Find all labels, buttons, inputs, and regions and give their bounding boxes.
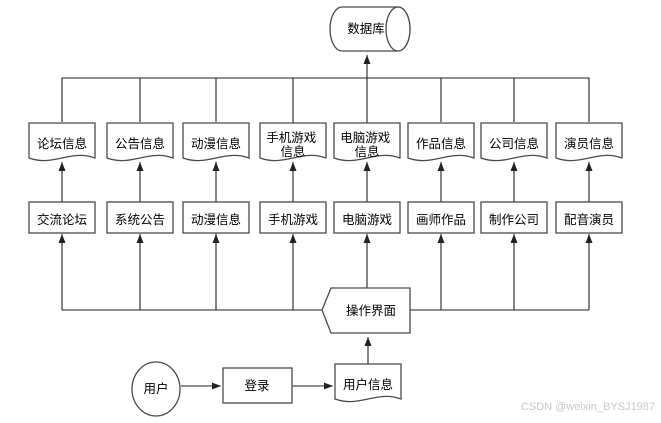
connectors xyxy=(58,55,593,390)
module-voice-actor-box xyxy=(555,201,623,234)
module-pc-game: 电脑游戏 xyxy=(333,201,401,234)
database-drum-cap xyxy=(385,6,411,52)
doc-notice-info-label: 公告信息 xyxy=(115,136,165,151)
doc-mobile-game-info-line2: 信息 xyxy=(280,144,305,159)
watermark: CSDN @weixin_BYSJ1987 xyxy=(521,401,655,413)
doc-forum-info-label: 论坛信息 xyxy=(37,136,87,151)
doc-works-info-label: 作品信息 xyxy=(416,136,466,151)
module-forum-label: 交流论坛 xyxy=(37,212,87,227)
module-artist-works: 画师作品 xyxy=(407,201,475,234)
doc-company-info-label: 公司信息 xyxy=(489,136,539,151)
module-system-notice-label: 系统公告 xyxy=(115,213,165,227)
module-anime-info-label: 动漫信息 xyxy=(191,212,241,227)
user-label: 用户 xyxy=(143,381,168,396)
module-pc-game-label: 电脑游戏 xyxy=(342,213,392,227)
module-production-company-box xyxy=(480,201,548,234)
node-user: 用户 xyxy=(131,361,181,417)
login-box xyxy=(222,367,293,404)
doc-pc-game-info-line2: 信息 xyxy=(354,144,379,159)
module-pc-game-box xyxy=(333,201,401,234)
module-system-notice-box xyxy=(106,201,174,234)
doc-company-info: 公司信息 xyxy=(480,122,548,162)
doc-pc-game-info-label: 电脑游戏 信息 xyxy=(340,131,394,159)
module-mobile-game-label: 手机游戏 xyxy=(268,213,318,227)
module-production-company: 制作公司 xyxy=(480,201,548,234)
module-anime-info-box xyxy=(182,201,250,234)
doc-mobile-game-info-line1: 手机游戏 xyxy=(266,131,316,145)
doc-mobile-game-info: 手机游戏 信息 xyxy=(259,122,327,162)
module-forum-box xyxy=(28,201,96,234)
login-label: 登录 xyxy=(244,378,269,393)
doc-anime-info: 动漫信息 xyxy=(182,122,250,162)
doc-actor-info-label: 演员信息 xyxy=(564,136,614,151)
node-user-info: 用户信息 xyxy=(334,363,402,403)
module-voice-actor: 配音演员 xyxy=(555,201,623,234)
module-anime-info: 动漫信息 xyxy=(182,201,250,234)
node-operation-interface: 操作界面 xyxy=(321,287,411,334)
module-production-company-label: 制作公司 xyxy=(489,213,539,227)
user-circle xyxy=(131,361,181,417)
module-voice-actor-label: 配音演员 xyxy=(564,212,614,227)
bus-top xyxy=(61,77,590,122)
doc-pc-game-info-line1: 电脑游戏 xyxy=(340,131,390,145)
doc-notice-info: 公告信息 xyxy=(106,122,174,162)
module-mobile-game: 手机游戏 xyxy=(259,201,327,234)
module-artist-works-label: 画师作品 xyxy=(416,213,466,227)
doc-anime-info-label: 动漫信息 xyxy=(191,136,241,151)
operation-interface-shape xyxy=(321,287,411,334)
doc-works-info: 作品信息 xyxy=(407,122,475,162)
module-artist-works-box xyxy=(407,201,475,234)
module-system-notice: 系统公告 xyxy=(106,201,174,234)
doc-actor-info: 演员信息 xyxy=(555,122,623,162)
module-forum: 交流论坛 xyxy=(28,201,96,234)
node-database: 数据库 xyxy=(329,6,411,52)
doc-mobile-game-info-label: 手机游戏 信息 xyxy=(266,131,320,159)
doc-forum-info: 论坛信息 xyxy=(28,122,96,162)
user-info-label: 用户信息 xyxy=(343,377,393,392)
operation-interface-label: 操作界面 xyxy=(346,303,396,318)
node-login: 登录 xyxy=(222,367,293,404)
database-label: 数据库 xyxy=(347,21,385,36)
module-mobile-game-box xyxy=(259,201,327,234)
doc-pc-game-info: 电脑游戏 信息 xyxy=(333,122,401,162)
